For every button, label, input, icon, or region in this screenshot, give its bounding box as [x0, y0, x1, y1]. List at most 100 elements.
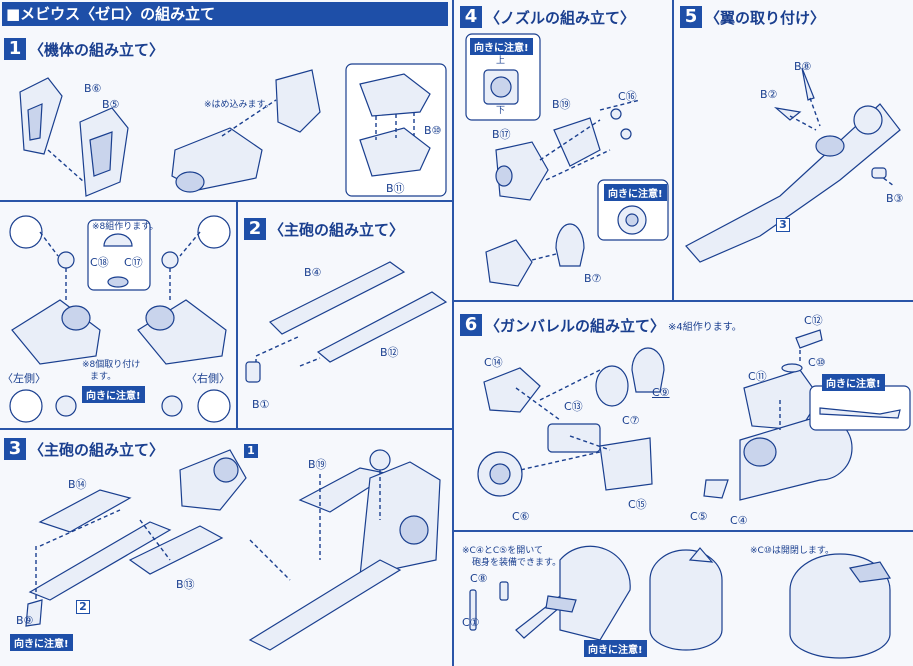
page-title: ■メビウス〈ゼロ〉の組み立て: [2, 2, 448, 26]
label-c5: C⑤: [690, 510, 708, 523]
step6-barrel-parts: [477, 347, 665, 497]
caution-badge-step1: 向きに注意!: [82, 386, 145, 403]
subassembly-ref-2: 2: [76, 600, 90, 614]
step2-title: 〈主砲の組み立て〉: [269, 220, 405, 239]
step1-subassembly-box: [87, 219, 151, 291]
label-b6: B⑥: [84, 82, 102, 95]
step1-title: 〈機体の組み立て〉: [29, 40, 165, 59]
label-c13: C⑬: [564, 400, 583, 413]
step4-nozzle-detail-core: [625, 213, 639, 227]
label-c15: C⑮: [628, 498, 647, 511]
step3-heading: 3 〈主砲の組み立て〉: [4, 438, 164, 460]
note-hame: ※はめ込みます。: [204, 100, 274, 110]
label-b4: B④: [304, 266, 322, 279]
step2-heading: 2 〈主砲の組み立て〉: [244, 218, 404, 240]
step1-dome-parts: [103, 233, 133, 288]
bottom-right-part: [789, 553, 892, 659]
label-b8: B⑧: [794, 60, 812, 73]
step6-assembled-barrel: [703, 329, 853, 501]
label-b17: B⑰: [492, 128, 511, 141]
divider-step2-left: [236, 200, 238, 428]
step6-heading: 6 〈ガンバレルの組み立て〉 ※4組作ります。: [460, 314, 742, 336]
note-eight-attach-1: ※8個取り付け: [82, 360, 141, 370]
step5-ship-body: [685, 67, 901, 263]
divider-step4-right: [672, 0, 674, 300]
label-b13: B⑬: [176, 578, 195, 591]
label-c12: C⑫: [804, 314, 823, 327]
note-eight-attach-2: ます。: [90, 372, 117, 382]
caution-badge-step6: 向きに注意!: [822, 374, 885, 391]
label-b11: B⑪: [386, 182, 405, 195]
label-b9: B⑨: [16, 614, 34, 627]
note-cannon-1: ※C④とC⑤を開いて: [462, 546, 543, 556]
step3-right-assembly: [248, 449, 441, 651]
step1-guide-line: [47, 149, 85, 183]
label-c6: C⑥: [512, 510, 530, 523]
caution-badge-step4-bottom: 向きに注意!: [604, 184, 667, 201]
label-right-side: 〈右側〉: [186, 372, 230, 385]
step1-fin-part-b6: [19, 77, 63, 155]
step4-heading: 4 〈ノズルの組み立て〉: [460, 6, 635, 28]
divider-step1-bottom: [0, 200, 452, 202]
bottom-left-parts: [469, 545, 631, 641]
note-cannon-2: 砲身を装備できます。: [472, 558, 562, 568]
label-b3: B③: [886, 192, 904, 205]
label-b10: B⑩: [424, 124, 442, 137]
step4-nozzle-parts: [485, 99, 641, 287]
step1-left-wing-assembly: [9, 215, 101, 423]
step4-number: 4: [460, 6, 482, 28]
step1-body-part: [171, 69, 321, 193]
divider-bottom-row: [454, 530, 913, 532]
label-c1: C①: [462, 616, 480, 629]
label-down: 下: [496, 106, 506, 116]
step5-heading: 5 〈翼の取り付け〉: [680, 6, 825, 28]
step5-title: 〈翼の取り付け〉: [705, 8, 826, 27]
step6-number: 6: [460, 314, 482, 336]
step1-guide-line-2: [221, 99, 277, 137]
step1-heading: 1 〈機体の組み立て〉: [4, 38, 164, 60]
bottom-mid-part: [649, 547, 723, 651]
step1-number: 1: [4, 38, 26, 60]
step1-right-wing-assembly: [137, 215, 231, 423]
label-b12: B⑫: [380, 346, 399, 359]
label-b19-step4: B⑲: [552, 98, 571, 111]
subassembly-ref-1: 1: [244, 444, 258, 458]
label-c11: C⑪: [748, 370, 767, 383]
label-left-side: 〈左側〉: [2, 372, 46, 385]
step1-fin-part-b5: [79, 107, 129, 197]
step4-title: 〈ノズルの組み立て〉: [485, 8, 636, 27]
label-c14: C⑭: [484, 356, 503, 369]
step6-note: ※4組作ります。: [668, 321, 742, 333]
label-c8: C⑧: [470, 572, 488, 585]
divider-step3-top: [0, 428, 452, 430]
label-c10: C⑩: [808, 356, 826, 369]
caution-badge-step3: 向きに注意!: [10, 634, 73, 651]
divider-step6-top: [454, 300, 913, 302]
step3-number: 3: [4, 438, 26, 460]
step3-title: 〈主砲の組み立て〉: [29, 440, 165, 459]
step6-title: 〈ガンバレルの組み立て〉: [485, 316, 666, 335]
note-c10-open: ※C⑩は開閉します。: [750, 546, 834, 556]
label-c17: C⑰: [124, 256, 143, 269]
label-b2: B②: [760, 88, 778, 101]
label-b1: B①: [252, 398, 270, 411]
subassembly-ref-3: 3: [776, 218, 790, 232]
label-up: 上: [496, 56, 506, 66]
label-b5: B⑤: [102, 98, 120, 111]
step5-number: 5: [680, 6, 702, 28]
caution-badge-step4-top: 向きに注意!: [470, 38, 533, 55]
label-b19-step3: B⑲: [308, 458, 327, 471]
divider-vertical-main: [452, 0, 454, 666]
step2-cannon-parts: [245, 261, 448, 383]
step6-caution-part: [819, 407, 901, 419]
label-c16: C⑯: [618, 90, 637, 103]
step3-left-assembly: [25, 449, 247, 627]
step2-number: 2: [244, 218, 266, 240]
caution-badge-bottom: 向きに注意!: [584, 640, 647, 657]
note-eight-sets: ※8組作ります。: [92, 222, 159, 232]
label-c7: C⑦: [622, 414, 640, 427]
step3-link-line: [249, 539, 291, 581]
label-c4: C④: [730, 514, 748, 527]
step4-orientation-part: [483, 69, 519, 105]
